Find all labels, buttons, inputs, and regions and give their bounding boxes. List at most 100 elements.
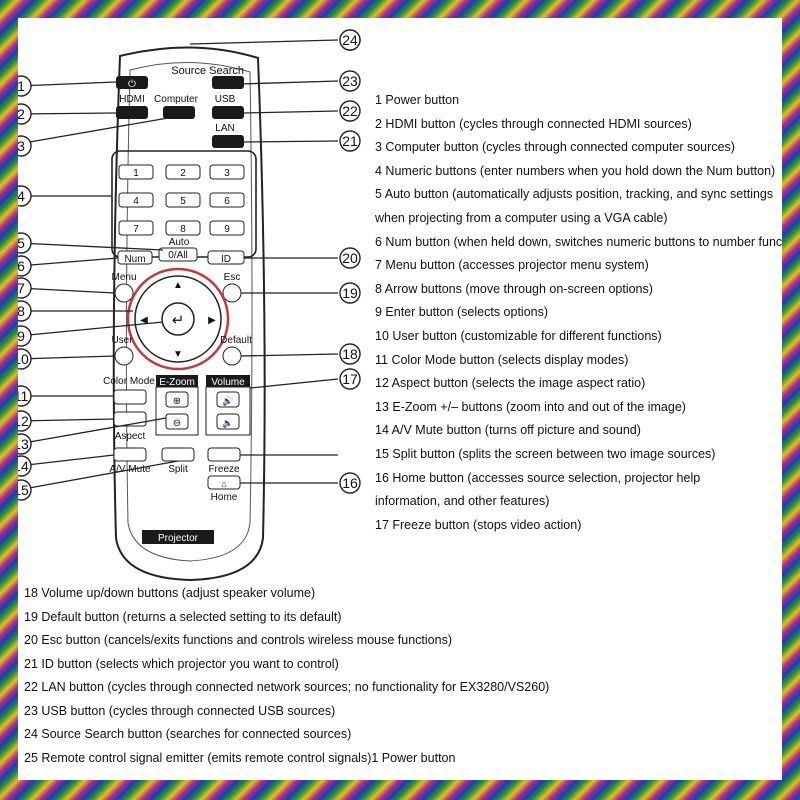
- source-search-label: Source Search: [171, 65, 244, 77]
- callout-number: 20: [342, 250, 358, 266]
- callout-number: 12: [18, 413, 29, 429]
- menu-button[interactable]: [114, 283, 134, 303]
- callout-number: 21: [342, 133, 358, 149]
- callout-badge-6: [18, 255, 32, 277]
- esc-label: Esc: [224, 272, 241, 283]
- numeric-button-3[interactable]: [209, 164, 245, 180]
- freeze-label: Freeze: [208, 464, 240, 475]
- split-button[interactable]: [161, 447, 195, 462]
- menu-label: Menu: [111, 272, 136, 283]
- callout-number: 17: [342, 371, 358, 387]
- lan-button[interactable]: [212, 135, 244, 148]
- e-zoom-in-button[interactable]: [165, 391, 189, 408]
- numeric-button-label: 3: [224, 168, 230, 179]
- callout-number: 1: [18, 78, 25, 94]
- callout-number: 15: [18, 482, 29, 498]
- enter-icon: ↵: [172, 312, 185, 329]
- description-line: when projecting from a computer using a …: [375, 211, 668, 225]
- description-line: 16 Home button (accesses source selectio…: [375, 470, 701, 485]
- numeric-button-label: 6: [224, 196, 230, 207]
- description-line: 7 Menu button (accesses projector menu s…: [375, 258, 649, 273]
- arrow-pad-ring: [126, 267, 230, 371]
- computer-button[interactable]: [163, 106, 195, 119]
- color-mode-button[interactable]: [113, 389, 147, 405]
- hdmi-button[interactable]: [116, 106, 148, 119]
- e-zoom-header: [156, 375, 198, 387]
- callout-number: 24: [342, 32, 358, 48]
- volume-up-button[interactable]: [216, 391, 240, 408]
- description-line: 11 Color Mode button (selects display mo…: [375, 352, 629, 367]
- callout-number: 10: [18, 351, 29, 367]
- zoom-out-icon: ⊖: [173, 418, 181, 429]
- callout-number: 7: [18, 280, 25, 296]
- callout-number: 4: [18, 188, 25, 204]
- enter-button[interactable]: [161, 302, 195, 336]
- usb-button[interactable]: [212, 106, 244, 119]
- description-line: 14 A/V Mute button (turns off picture an…: [375, 423, 641, 438]
- home-icon: ⌂: [221, 479, 226, 489]
- zoom-in-icon: ⊕: [173, 396, 181, 407]
- description-line: 6 Num button (when held down, switches n…: [375, 234, 782, 249]
- source-search-button[interactable]: [212, 76, 244, 89]
- default-button[interactable]: [222, 346, 242, 366]
- callout-number: 3: [18, 138, 25, 154]
- numeric-button-2[interactable]: [165, 164, 201, 180]
- description-line: 13 E-Zoom +/– buttons (zoom into and out…: [375, 399, 686, 414]
- callout-badge-5: [18, 232, 32, 254]
- description-line: 19 Default button (returns a selected se…: [24, 609, 342, 624]
- callout-badge-9: [18, 325, 32, 347]
- e-zoom-out-button[interactable]: [165, 413, 189, 430]
- arrow-right-icon[interactable]: ▶: [208, 315, 216, 326]
- e-zoom-label: E-Zoom: [159, 377, 195, 388]
- numeric-button-label: 4: [133, 196, 139, 207]
- arrow-up-icon[interactable]: ▲: [173, 280, 183, 291]
- callout-badge-2: [18, 103, 32, 125]
- default-label: Default: [220, 335, 252, 346]
- arrow-down-icon[interactable]: ▼: [173, 349, 183, 360]
- num-button[interactable]: [117, 250, 153, 265]
- numeric-button-9[interactable]: [209, 220, 245, 236]
- projector-label: Projector: [158, 533, 199, 544]
- av-mute-button[interactable]: [113, 447, 147, 462]
- description-line: 20 Esc button (cancels/exits functions a…: [24, 633, 452, 647]
- callout-number: 19: [342, 285, 358, 301]
- callout-badge-7: [18, 277, 32, 299]
- user-button[interactable]: [114, 346, 134, 366]
- description-line: 4 Numeric buttons (enter numbers when yo…: [375, 163, 776, 178]
- auto-button[interactable]: [158, 247, 198, 262]
- callout-number: 18: [342, 346, 358, 362]
- callout-badges: 2512345678910111213141516171819202122232…: [18, 29, 361, 501]
- numeric-button-7[interactable]: [118, 220, 154, 236]
- freeze-button[interactable]: [207, 447, 241, 462]
- callout-badge-24: [339, 29, 361, 51]
- numeric-button-6[interactable]: [209, 192, 245, 208]
- callout-number: 11: [18, 388, 28, 404]
- description-line: 24 Source Search button (searches for co…: [24, 727, 352, 741]
- callout-number: 8: [18, 303, 25, 319]
- callout-number: 16: [342, 475, 358, 491]
- callout-badge-18: [339, 343, 361, 365]
- callout-leaders: [18, 39, 339, 491]
- callout-badge-13: [18, 433, 32, 455]
- volume-down-button[interactable]: [216, 413, 240, 430]
- volume-label: Volume: [211, 377, 245, 388]
- arrow-left-icon[interactable]: ◀: [140, 315, 148, 326]
- esc-button[interactable]: [222, 283, 242, 303]
- numeric-button-4[interactable]: [118, 192, 154, 208]
- callout-badge-11: [18, 385, 32, 407]
- hdmi-label: HDMI: [119, 94, 145, 105]
- numeric-button-8[interactable]: [165, 220, 201, 236]
- callout-badge-20: [339, 247, 361, 269]
- description-line: 8 Arrow buttons (move through on-screen …: [375, 281, 653, 296]
- color-mode-label: Color Mode: [103, 376, 155, 387]
- numeric-button-1[interactable]: [118, 164, 154, 180]
- description-line: 10 User button (customizable for differe…: [375, 329, 662, 343]
- power-button[interactable]: [116, 76, 148, 89]
- description-line: 21 ID button (selects which projector yo…: [24, 656, 339, 671]
- power-icon: ⏻: [128, 79, 136, 90]
- auto-label: Auto: [169, 237, 190, 248]
- numeric-button-5[interactable]: [165, 192, 201, 208]
- e-zoom-group: [155, 386, 199, 436]
